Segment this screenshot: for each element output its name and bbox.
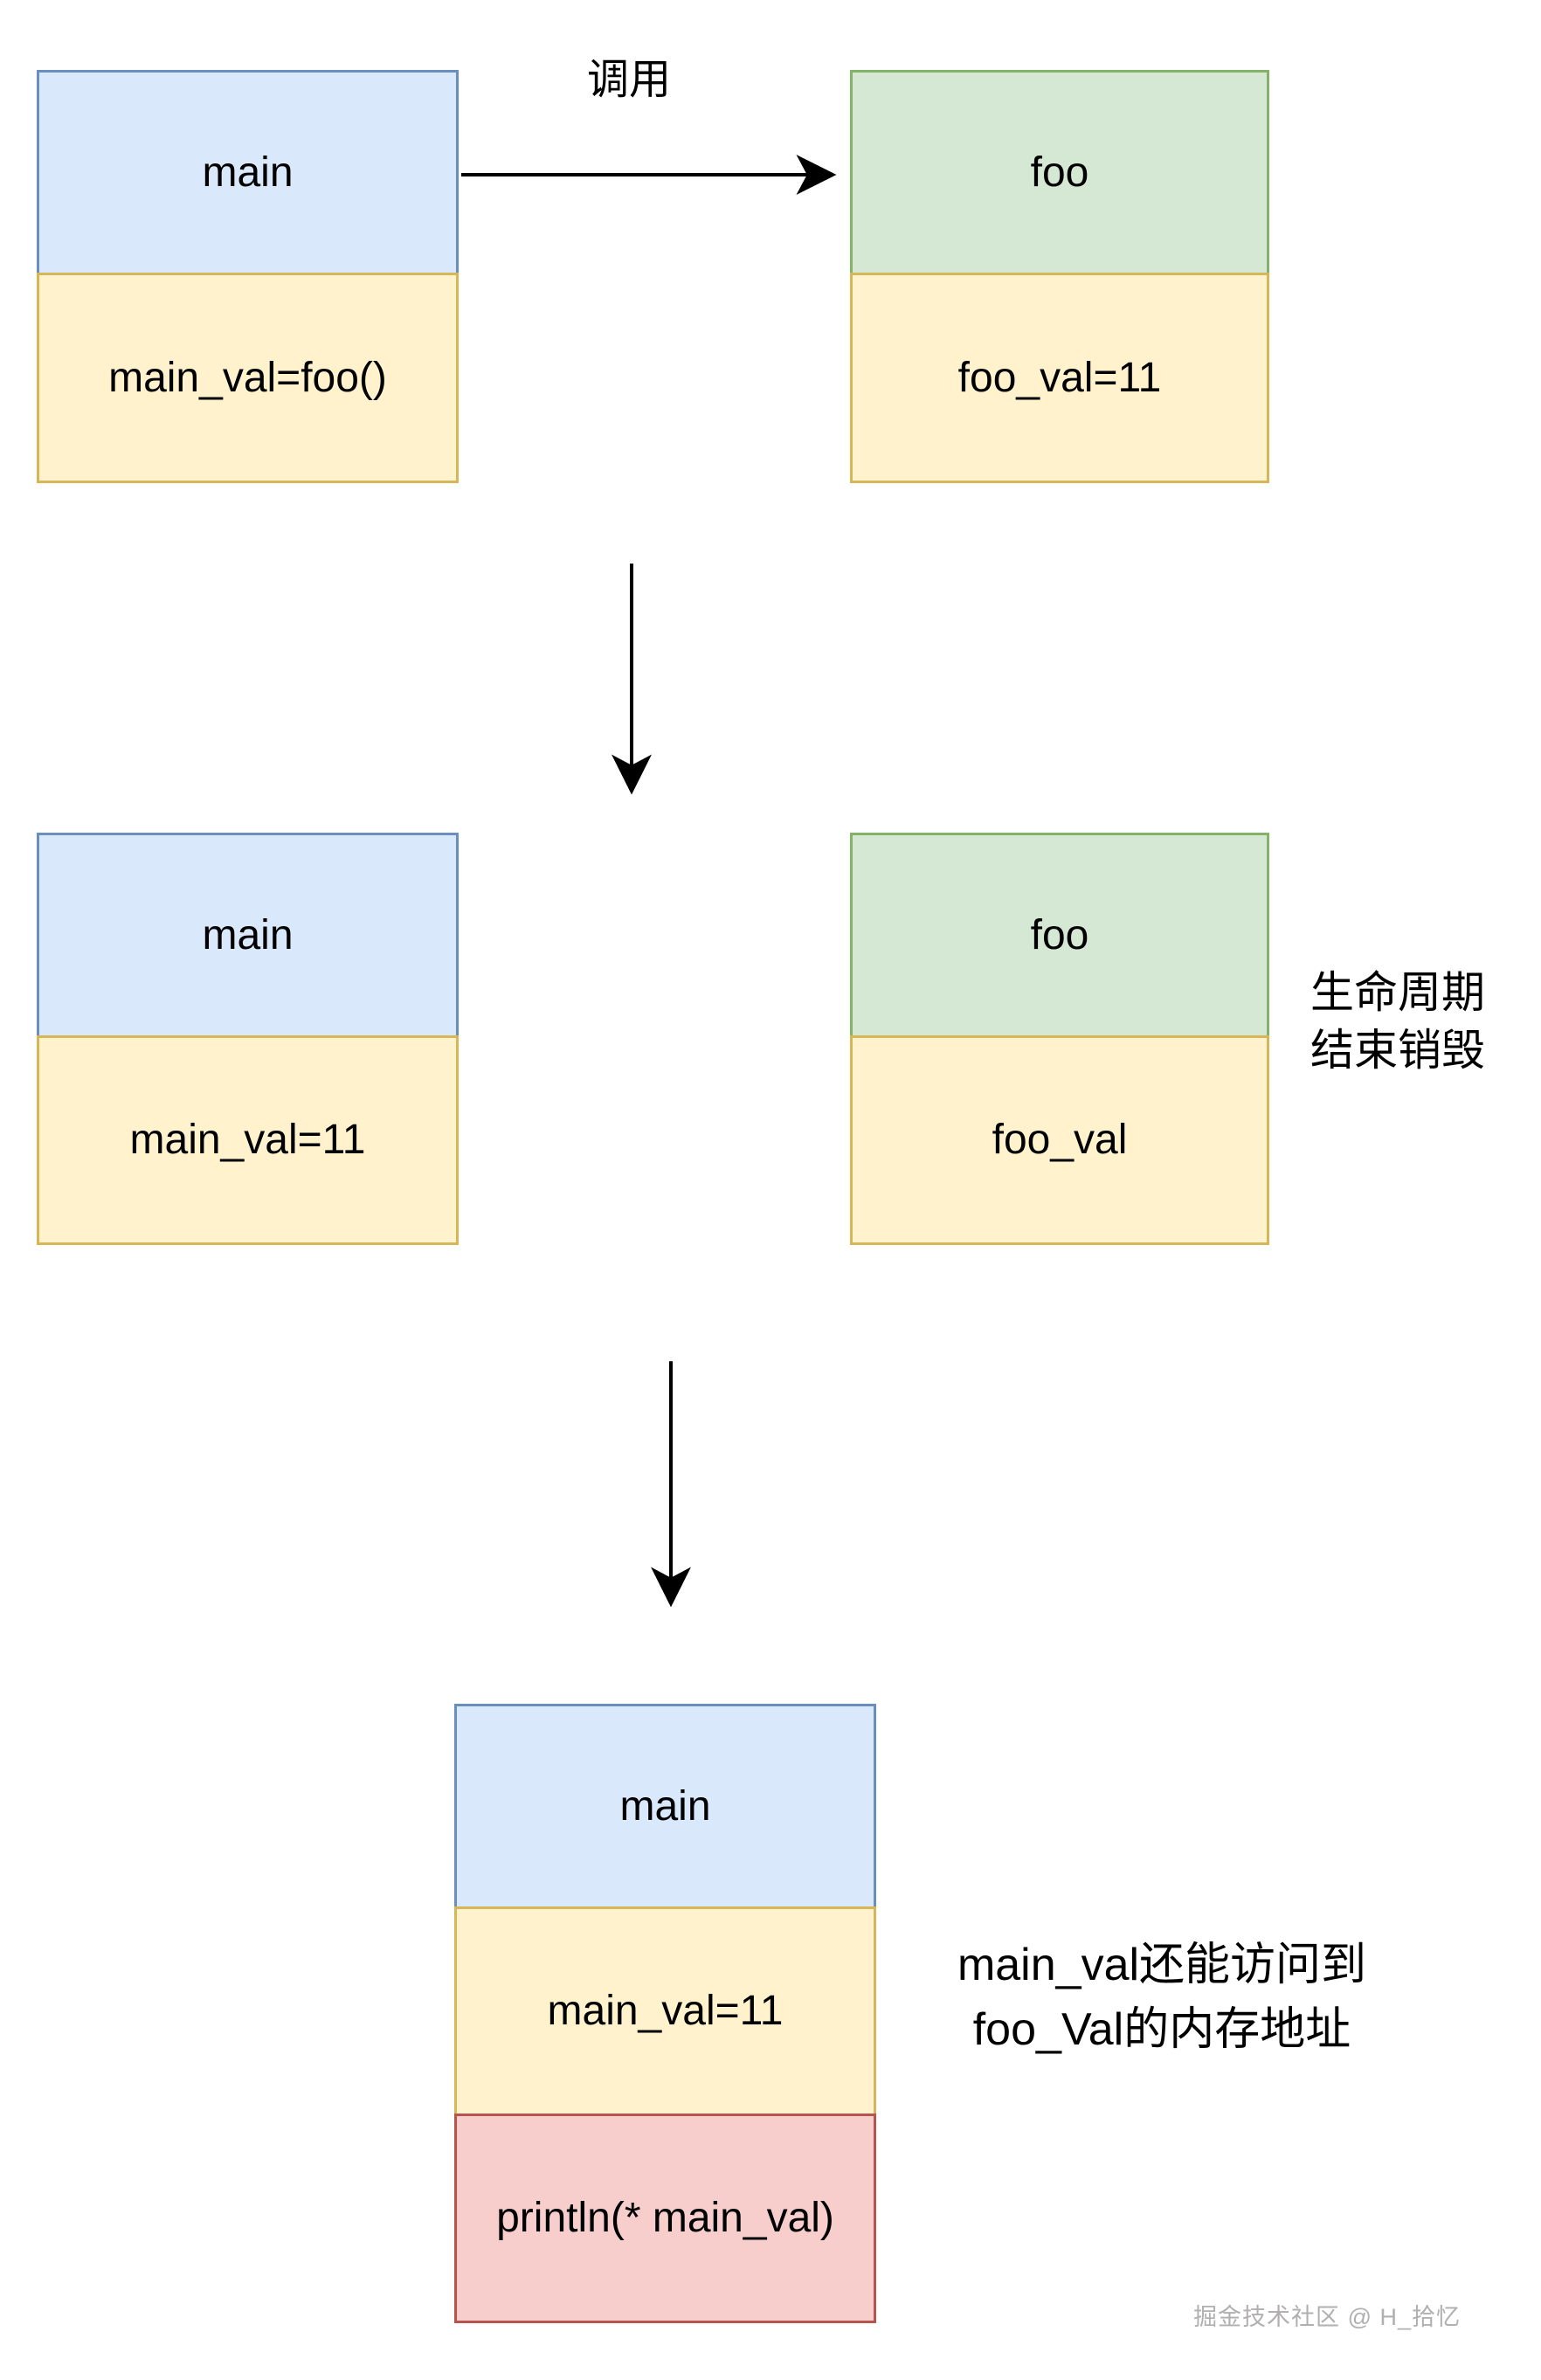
step2-annotation-line1: 生命周期 xyxy=(1310,968,1485,1017)
step2-main-body: main_val=11 xyxy=(37,1035,459,1245)
step3-annotation-line2: foo_Val的内存地址 xyxy=(972,2004,1351,2055)
step3-annotation-line1: main_val还能访问到 xyxy=(957,1940,1367,1990)
step3-main-footer: println(* main_val) xyxy=(454,2114,876,2323)
step1-main-stack: main main_val=foo() xyxy=(37,70,459,483)
watermark: 掘金技术社区 @ H_拾忆 xyxy=(1193,2304,1461,2330)
step2-main-stack: main main_val=11 xyxy=(37,833,459,1245)
step1-foo-body: foo_val=11 xyxy=(850,273,1269,483)
step1-foo-header: foo xyxy=(850,70,1269,275)
step2-foo-header: foo xyxy=(850,833,1269,1038)
step2-annotation-line2: 结束销毁 xyxy=(1310,1026,1485,1075)
step3-main-body: main_val=11 xyxy=(454,1906,876,2116)
step3-annotation: main_val还能访问到 foo_Val的内存地址 xyxy=(891,1933,1433,2062)
step2-foo-stack: foo foo_val xyxy=(850,833,1269,1245)
step2-annotation: 生命周期 结束销毁 xyxy=(1284,964,1511,1079)
step1-main-header: main xyxy=(37,70,459,275)
step1-foo-stack: foo foo_val=11 xyxy=(850,70,1269,483)
step3-main-header: main xyxy=(454,1704,876,1909)
step2-main-header: main xyxy=(37,833,459,1038)
step1-main-body: main_val=foo() xyxy=(37,273,459,483)
call-arrow-label: 调用 xyxy=(586,57,671,103)
step2-foo-body: foo_val xyxy=(850,1035,1269,1245)
step3-main-stack: main main_val=11 println(* main_val) xyxy=(454,1704,876,2323)
